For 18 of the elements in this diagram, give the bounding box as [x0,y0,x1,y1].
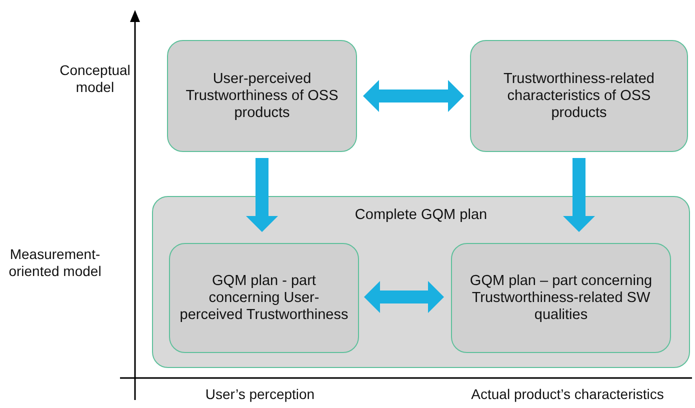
block-arrow [364,281,444,313]
axis-label: Actual product’s characteristics [470,386,665,403]
box-text: GQM plan - part concerning User-perceived Trustworthiness [178,272,350,324]
process-box [169,243,359,353]
block-arrow [363,80,464,112]
axis-label: User’s perception [204,386,316,403]
block-arrow [563,158,595,232]
box-text: GQM plan – part concerning Trustworthiness-related SW qualities [468,272,654,324]
box-text: User-perceived Trustworthiness of OSS products [184,70,340,122]
group-box [152,196,690,368]
block-arrow [246,158,278,232]
process-box [167,40,357,152]
box-text: Trustworthiness-related characteristics of OSS products [502,70,656,122]
axis-label: Conceptual model [58,62,132,96]
group-title: Complete GQM plan [354,207,488,224]
axis-label: Measurement-oriented model [8,246,102,280]
process-box [451,243,671,353]
process-box [470,40,688,152]
